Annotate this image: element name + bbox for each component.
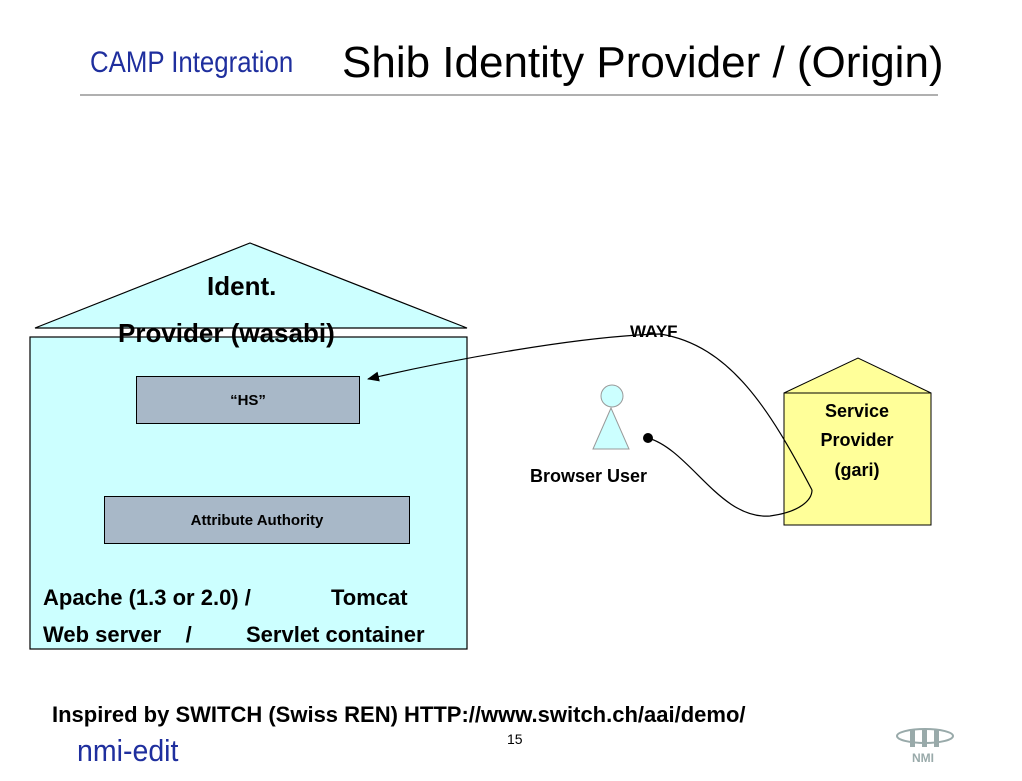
idp-roof: [34, 242, 468, 329]
tomcat-label: Tomcat: [331, 585, 408, 610]
wayf-arrow: [367, 333, 813, 491]
user-sp-curve: [647, 437, 813, 517]
attribute-authority-box: Attribute Authority: [104, 496, 410, 544]
title-divider: [80, 94, 938, 96]
nmi-logo-icon: NMI: [896, 728, 954, 765]
hs-box: “HS”: [136, 376, 360, 424]
idp-label-line1: Ident.: [207, 271, 277, 301]
sp-body: [783, 392, 932, 526]
sp-label-line2: Provider: [820, 430, 894, 450]
user-body: [592, 406, 630, 450]
hs-label: “HS”: [230, 391, 266, 409]
nmi-edit-brand: nmi-edit: [77, 733, 179, 768]
section-title: CAMP Integration: [90, 46, 294, 79]
attribute-authority-label: Attribute Authority: [190, 511, 324, 529]
wayf-label: WAYF: [630, 322, 678, 341]
webserver-label: Web server /: [43, 622, 192, 647]
nmi-logo-text: NMI: [912, 751, 934, 765]
page-number: 15: [507, 731, 523, 747]
slide-title: Shib Identity Provider / (Origin): [342, 38, 944, 87]
apache-label: Apache (1.3 or 2.0) /: [43, 585, 251, 610]
user-dot: [643, 433, 653, 443]
browser-user-label: Browser User: [530, 466, 648, 486]
sp-label-line1: Service: [824, 401, 890, 421]
sp-label-line3: (gari): [834, 460, 880, 480]
idp-label-line2: Provider (wasabi): [118, 318, 335, 348]
inspired-by-note: Inspired by SWITCH (Swiss REN) HTTP://ww…: [52, 702, 746, 727]
servlet-label: Servlet container: [246, 622, 425, 647]
user-head: [600, 384, 624, 408]
sp-roof: [783, 357, 932, 394]
